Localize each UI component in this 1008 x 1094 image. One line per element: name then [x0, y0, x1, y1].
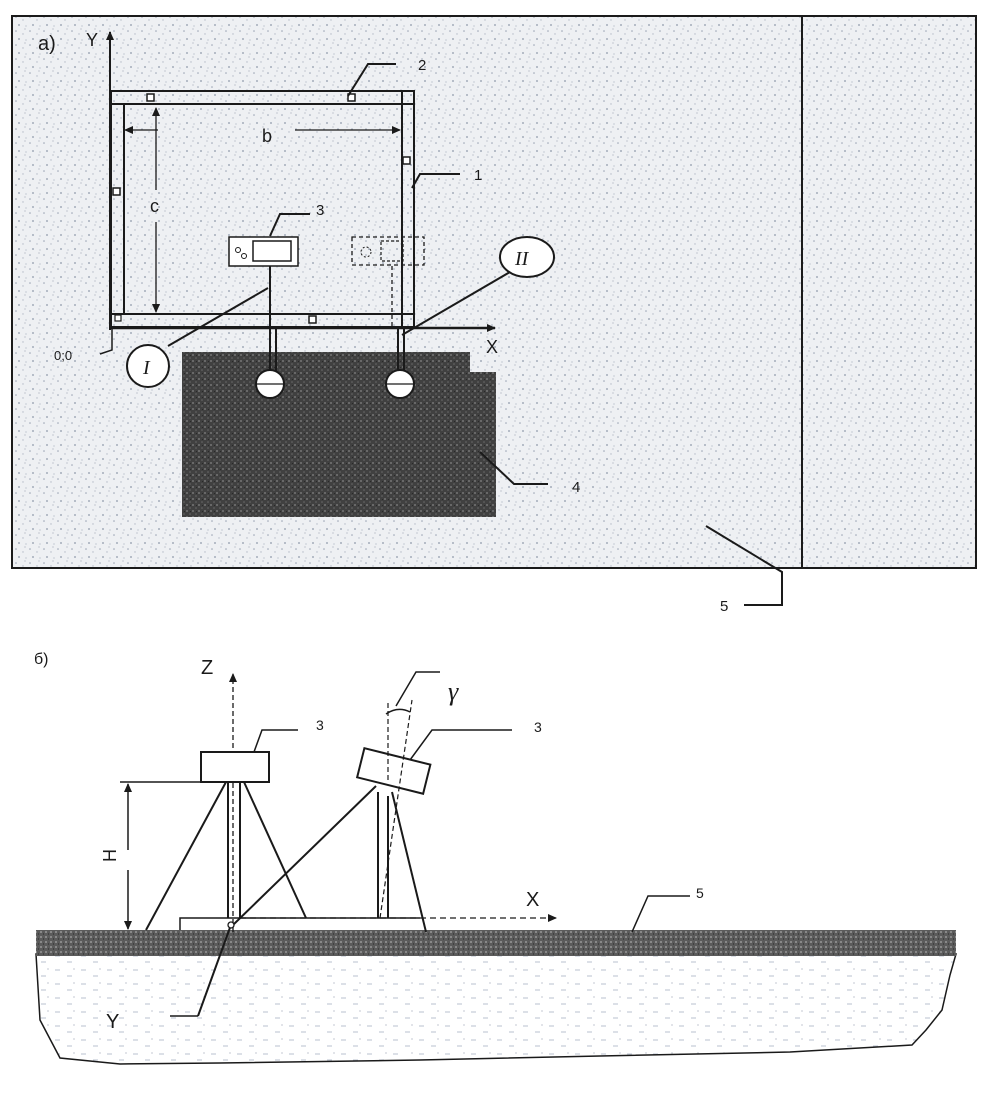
callout-4: 4	[572, 479, 580, 496]
leader-3-right	[409, 729, 512, 761]
y-axis-b	[197, 921, 233, 1017]
origin-point	[227, 921, 235, 929]
callout-3: 3	[316, 202, 324, 219]
tripod-1-leg-right	[243, 781, 307, 919]
frame-marker	[402, 156, 411, 165]
leader-i	[167, 287, 269, 347]
x-axis-b-label: X	[526, 889, 539, 911]
callout-5-b: 5	[696, 885, 704, 901]
leader-4	[479, 451, 548, 485]
instrument-screen-ii	[380, 240, 404, 262]
instrument-level	[200, 751, 270, 783]
frame-marker	[347, 93, 356, 102]
measuring-frame-outer	[110, 90, 415, 328]
leader-3	[269, 213, 310, 237]
leader-origin	[99, 326, 113, 355]
y-axis-label: Y	[86, 30, 98, 50]
leader-2	[347, 63, 396, 97]
callout-5: 5	[720, 598, 728, 615]
dimension-b-label: b	[262, 126, 272, 146]
panel-a: b c I II	[11, 15, 977, 615]
leader-5	[705, 525, 783, 606]
leader-ii	[401, 271, 511, 336]
panel-b-label: б)	[34, 651, 49, 668]
position-i-bubble	[126, 344, 170, 388]
tripod-1-leg-left	[145, 781, 227, 931]
h-label: H	[100, 849, 120, 862]
angle-leader	[395, 671, 440, 707]
instrument-tilted	[355, 746, 432, 795]
instrument-position-ii	[351, 236, 425, 266]
instrument-screen	[252, 240, 292, 262]
callout-1: 1	[474, 167, 482, 184]
origin-label: 0;0	[54, 348, 72, 363]
position-ii-label: II	[514, 248, 530, 270]
instrument-knob	[235, 247, 241, 253]
rail-platform	[179, 917, 420, 930]
frame-marker	[114, 314, 122, 322]
tripod-2-leg-left	[233, 785, 377, 925]
instrument-knob	[241, 253, 247, 259]
frame-marker	[308, 315, 317, 324]
dimension-c-label: c	[150, 196, 159, 216]
tilt-axis	[379, 699, 413, 919]
tripod-2-leg-right	[391, 791, 427, 933]
leader-1	[411, 173, 460, 189]
position-i-label: I	[142, 357, 151, 379]
callout-3-right: 3	[534, 719, 542, 735]
leader-3-left	[253, 729, 298, 753]
callout-2: 2	[418, 57, 426, 74]
z-axis-label: Z	[201, 657, 213, 679]
y-axis-b-label: Y	[106, 1011, 119, 1033]
ground-surface	[36, 930, 956, 956]
frame-marker	[146, 93, 155, 102]
angle-arc	[385, 708, 411, 715]
angle-label: γ	[448, 677, 459, 706]
panel-a-label: а)	[38, 33, 56, 55]
panel-b: б) H Z X Y γ	[34, 651, 957, 1065]
frame-marker	[112, 187, 121, 196]
position-ii-bubble	[499, 236, 555, 278]
dark-surface-patch	[182, 352, 496, 517]
callout-3-left: 3	[316, 717, 324, 733]
leader-5-b	[631, 895, 690, 933]
x-axis-label: X	[486, 337, 498, 357]
instrument-knob-ii	[360, 246, 372, 258]
soil-body	[35, 953, 957, 1065]
